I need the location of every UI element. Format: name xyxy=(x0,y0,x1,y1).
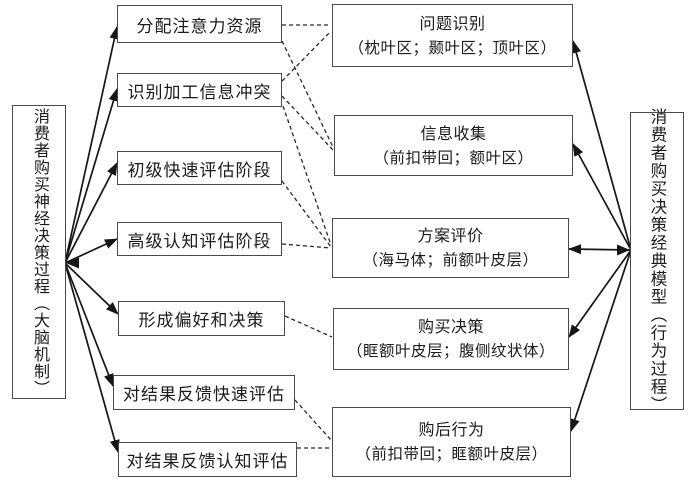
model-stage-1-title: 问题识别 xyxy=(419,15,486,33)
brain-stage-1: 分配注意力资源 xyxy=(117,5,282,43)
brain-stage-4-label: 高级认知评估阶段 xyxy=(127,231,272,251)
edge-brain-panel-to-m4 xyxy=(64,238,118,264)
edge-brain-panel-to-m1 xyxy=(64,26,120,264)
edge-brain-panel-to-m3 xyxy=(64,162,118,264)
brain-stage-5-label: 形成偏好和决策 xyxy=(138,311,265,330)
edge-m5-to-r4 xyxy=(284,315,333,338)
edge-model-panel-to-r1 xyxy=(571,40,632,251)
edge-brain-panel-to-m5 xyxy=(64,262,119,315)
model-stage-5-regions: （前扣带回；眶额叶皮层） xyxy=(355,446,548,464)
model-stage-1: 问题识别 （枕叶区；颞叶区；顶叶区） xyxy=(332,4,573,67)
brain-stage-4: 高级认知评估阶段 xyxy=(117,222,282,256)
brain-panel-hub-arrowhead xyxy=(66,257,79,269)
model-stage-4-title: 购买决策 xyxy=(417,319,484,337)
model-stage-5-title: 购后行为 xyxy=(418,422,485,440)
edge-model-panel-to-r4 xyxy=(568,249,632,338)
edge-m1-to-r2 xyxy=(281,40,334,148)
brain-stage-7: 对结果反馈认知评估 xyxy=(118,442,297,477)
model-stage-3: 方案评价 （海马体；前额叶皮层） xyxy=(332,218,569,278)
edge-brain-panel-to-m7 xyxy=(64,262,120,453)
behavior-model-panel-label: 消费者购买决策经典模型（行为过程） xyxy=(648,108,667,414)
brain-stage-3: 初级快速评估阶段 xyxy=(117,151,282,185)
brain-stage-2-label: 识别加工信息冲突 xyxy=(127,82,272,102)
model-stage-3-title: 方案评价 xyxy=(417,228,484,246)
brain-process-panel-label: 消费者购买神经决策过程（大脑机制） xyxy=(31,107,48,397)
model-stage-3-regions: （海马体；前额叶皮层） xyxy=(362,252,539,270)
edge-brain-panel-to-m2 xyxy=(64,88,119,264)
edge-m2-to-r1 xyxy=(281,30,332,82)
brain-stage-6-label: 对结果反馈快速评估 xyxy=(123,385,285,404)
edge-model-panel-to-r3 xyxy=(568,244,632,255)
brain-stage-2: 识别加工信息冲突 xyxy=(117,73,282,107)
brain-stage-6: 对结果反馈快速评估 xyxy=(113,375,295,410)
model-stage-2-title: 信息收集 xyxy=(420,125,487,143)
edge-m6-to-r5 xyxy=(294,399,332,441)
edge-brain-panel-to-m6 xyxy=(64,262,114,387)
edge-m2-to-r3 xyxy=(282,105,332,246)
model-stage-4-regions: （眶额叶皮层；腹侧纹状体） xyxy=(346,343,555,361)
edge-model-panel-to-r5 xyxy=(570,249,632,432)
brain-stage-3-label: 初级快速评估阶段 xyxy=(127,160,272,180)
brain-stage-5: 形成偏好和决策 xyxy=(118,301,285,336)
edge-m2-to-r2 xyxy=(281,95,334,151)
behavior-model-panel: 消费者购买决策经典模型（行为过程） xyxy=(630,108,684,414)
model-stage-4: 购买决策 （眶额叶皮层；腹侧纹状体） xyxy=(333,308,569,370)
edge-m4-to-r3 xyxy=(281,243,332,249)
brain-stage-1-label: 分配注意力资源 xyxy=(136,16,263,36)
brain-stage-7-label: 对结果反馈认知评估 xyxy=(126,452,289,471)
model-stage-1-regions: （枕叶区；颞叶区；顶叶区） xyxy=(348,39,557,57)
model-stage-2: 信息收集 （前扣带回；额叶区） xyxy=(334,115,573,176)
edge-model-panel-to-r2 xyxy=(572,143,632,251)
model-stage-5: 购后行为 （前扣带回；眶额叶皮层） xyxy=(332,407,571,477)
model-stage-2-regions: （前扣带回；额叶区） xyxy=(373,149,534,167)
brain-process-panel: 消费者购买神经决策过程（大脑机制） xyxy=(12,105,66,399)
edge-m3-to-r3 xyxy=(281,180,332,248)
